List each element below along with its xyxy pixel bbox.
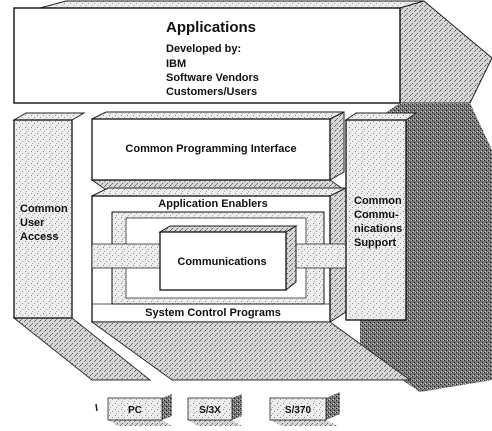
- platform-pc-face: [107, 397, 163, 421]
- system-control-programs-label: System Control Programs: [145, 307, 281, 319]
- application-enablers-box: Application Enablers Communications Syst…: [91, 187, 353, 323]
- applications-box-top-face: [39, 0, 425, 9]
- platform-s3x-bottom: [188, 420, 242, 426]
- applications-box: Applications Developed by: IBM Software …: [13, 0, 492, 104]
- platform-s370-face: [269, 397, 327, 421]
- cpi-front-face: [91, 118, 331, 181]
- platform-s3x-face: [187, 397, 233, 421]
- developer-ibm: IBM: [166, 58, 186, 70]
- platforms-row: PC S/3X S/370: [95, 392, 340, 426]
- ccs-line-3: nications: [354, 223, 402, 235]
- enablers-top-face: [91, 187, 347, 197]
- common-user-access-line-3: Access: [20, 231, 59, 243]
- platform-s3x-label: S/3X: [199, 405, 221, 416]
- common-user-access-line-2: User: [20, 217, 45, 229]
- developer-customers-users: Customers/Users: [166, 86, 257, 98]
- applications-title: Applications: [166, 19, 256, 36]
- platform-s370: S/370: [269, 392, 340, 426]
- communications-box: [159, 231, 287, 291]
- communications-label: Communications: [177, 256, 266, 268]
- ccs-top-face: [344, 112, 418, 121]
- platform-pc: PC: [107, 394, 172, 426]
- common-user-access-box: Common User Access: [12, 112, 152, 381]
- platform-s370-shadow: [326, 392, 340, 420]
- common-user-access-front-face: [13, 119, 73, 319]
- applications-developed-by: Developed by:: [166, 43, 241, 55]
- application-enablers-label: Application Enablers: [158, 198, 267, 210]
- communications-channel-left: [91, 243, 161, 269]
- ccs-line-4: Support: [354, 237, 396, 249]
- applications-box-front-face: [13, 7, 401, 104]
- common-user-access-line-1: Common: [20, 203, 68, 215]
- platform-tick: [95, 403, 98, 412]
- ccs-line-2: Commu-: [354, 209, 399, 221]
- platform-s3x: S/3X: [187, 394, 242, 426]
- platform-s370-bottom: [270, 420, 338, 426]
- cpi-top-face: [91, 111, 345, 120]
- ccs-front-face: [345, 119, 407, 321]
- common-user-access-top-face: [12, 112, 86, 121]
- platform-pc-shadow: [162, 394, 172, 420]
- lower-stack-bottom-face: [90, 321, 412, 381]
- communications-side-face: [285, 225, 297, 292]
- applications-box-side-face: [399, 0, 492, 104]
- common-programming-interface-box: Common Programming Interface: [90, 111, 352, 195]
- ccs-line-1: Common: [354, 195, 402, 207]
- cpi-label: Common Programming Interface: [125, 143, 296, 155]
- developer-software-vendors: Software Vendors: [166, 72, 259, 84]
- platform-pc-bottom: [108, 420, 172, 426]
- platform-s370-label: S/370: [285, 405, 312, 416]
- communications-top-face: [158, 225, 298, 233]
- platform-pc-label: PC: [128, 405, 142, 416]
- platform-s3x-shadow: [232, 394, 242, 420]
- cpi-side-face: [329, 111, 345, 181]
- common-communications-support-box: Common Commu- nications Support: [344, 112, 418, 321]
